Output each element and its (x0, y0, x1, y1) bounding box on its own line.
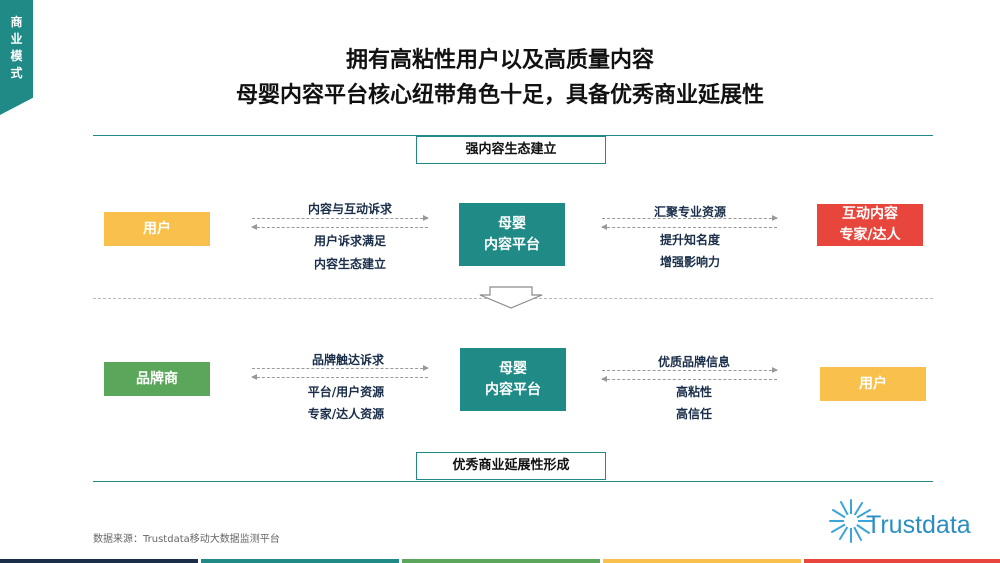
top-right-label-2: 提升知名度 (659, 233, 720, 247)
title-line-1: 拥有高粘性用户以及高质量内容 (345, 48, 654, 73)
bottom-left-label-3: 专家/达人资源 (307, 407, 385, 421)
bottom-left-label-1: 品牌触达诉求 (311, 353, 384, 367)
footer-bar-teal (201, 559, 399, 563)
top-left-arrow-left (251, 224, 428, 230)
top-right-arrow-right (602, 215, 778, 221)
trustdata-logo-text: Trustdata (866, 511, 971, 539)
bottom-section-footer: 优秀商业延展性形成 (416, 452, 606, 480)
down-arrow-icon (479, 286, 543, 309)
top-section-header: 强内容生态建立 (416, 136, 606, 164)
bottom-left-label-2: 平台/用户资源 (307, 385, 385, 399)
bottom-right-label-1: 优质品牌信息 (657, 355, 730, 369)
section-tab-label: 商业模式 (10, 15, 23, 80)
footer-bar-red (804, 559, 1000, 563)
bottom-right-label-2: 高粘性 (675, 385, 712, 399)
bottom-center-box: 母婴 内容平台 (460, 348, 566, 411)
top-right-box: 互动内容 专家/达人 (817, 204, 923, 246)
top-right-label-1: 汇聚专业资源 (653, 205, 726, 219)
top-left-label-1: 内容与互动诉求 (307, 202, 392, 216)
top-right-label-3: 增强影响力 (659, 255, 720, 269)
bottom-left-arrow-right (252, 365, 429, 371)
bottom-right-label-3: 高信任 (675, 407, 712, 421)
bottom-divider (93, 481, 933, 482)
top-left-box: 用户 (104, 212, 210, 246)
footer-bar-green (402, 559, 600, 563)
trustdata-logo-icon (829, 499, 873, 543)
bottom-left-arrow-left (251, 374, 428, 380)
top-center-box: 母婴 内容平台 (459, 203, 565, 266)
top-left-arrow-right (252, 215, 429, 221)
bottom-right-arrow-right (602, 367, 778, 373)
top-divider (93, 135, 933, 136)
footer-bar-yellow (603, 559, 801, 563)
bottom-right-box: 用户 (820, 367, 926, 401)
top-left-label-3: 内容生态建立 (313, 257, 386, 271)
footer-bar-navy (0, 559, 198, 563)
section-tab (0, 0, 33, 115)
bottom-left-box: 品牌商 (104, 362, 210, 396)
top-right-arrow-left (601, 224, 777, 230)
top-left-label-2: 用户诉求满足 (313, 234, 386, 248)
bottom-right-arrow-left (601, 376, 777, 382)
data-source-note: 数据来源：Trustdata移动大数据监测平台 (93, 534, 280, 545)
title-line-2: 母婴内容平台核心纽带角色十足，具备优秀商业延展性 (235, 83, 764, 108)
